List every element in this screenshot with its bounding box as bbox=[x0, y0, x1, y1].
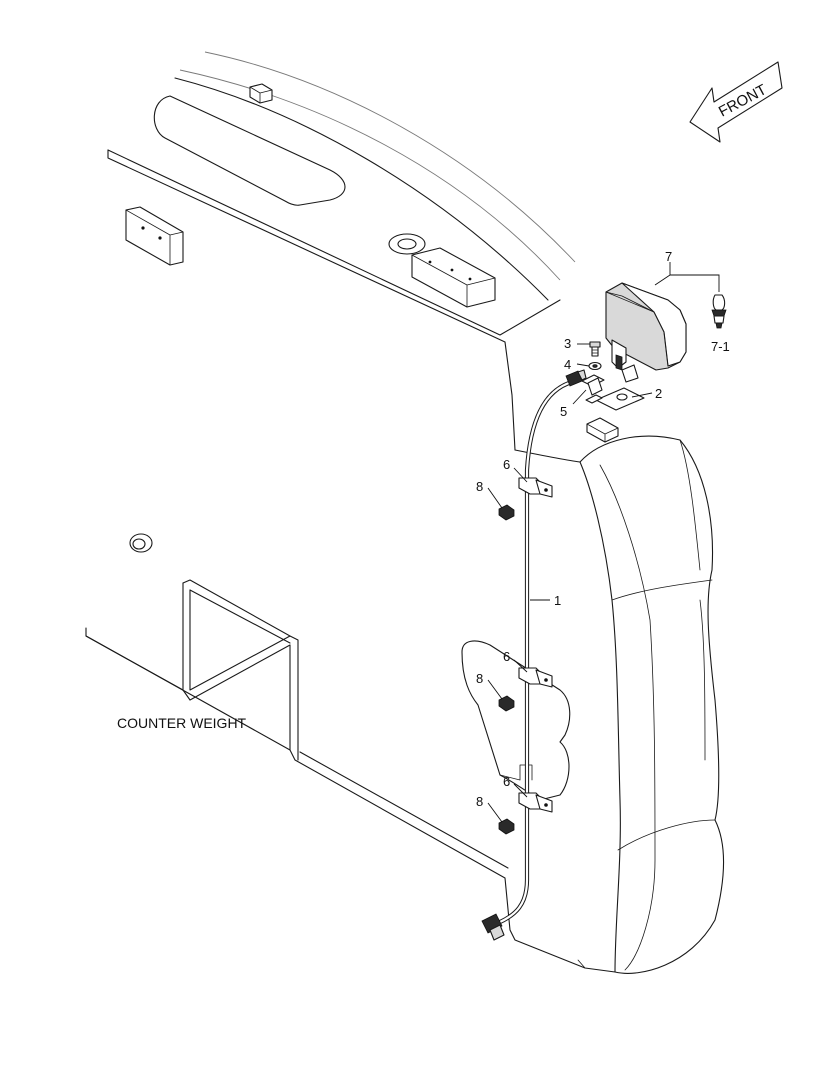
counter-weight-label: COUNTER WEIGHT bbox=[117, 715, 247, 731]
counter-weight-body bbox=[85, 51, 725, 974]
wire-harness bbox=[481, 369, 587, 941]
halogen-bulb bbox=[711, 294, 727, 329]
clip-nut bbox=[581, 374, 605, 396]
callout-3: 3 bbox=[564, 336, 571, 351]
callout-4: 4 bbox=[564, 357, 571, 372]
bolt bbox=[589, 341, 601, 357]
callout-7-1: 7-1 bbox=[711, 339, 730, 354]
callout-2: 2 bbox=[655, 386, 662, 401]
callout-labels: 7 7-1 3 4 5 2 6 8 1 6 8 6 8 COUNTER WEIG… bbox=[117, 249, 730, 809]
callout-5: 5 bbox=[560, 404, 567, 419]
mounting-bracket bbox=[585, 387, 645, 411]
callout-1: 1 bbox=[554, 593, 561, 608]
callout-7: 7 bbox=[665, 249, 672, 264]
callout-6-upper: 6 bbox=[503, 457, 510, 472]
callout-8-lower: 8 bbox=[476, 794, 483, 809]
work-lamp bbox=[605, 282, 687, 383]
callout-8-upper: 8 bbox=[476, 479, 483, 494]
harness-clip-upper bbox=[518, 477, 553, 498]
u-frame-bracket bbox=[85, 579, 299, 761]
clip-bolt-upper bbox=[498, 504, 515, 521]
leader-lines bbox=[487, 262, 720, 823]
callout-6-middle: 6 bbox=[503, 649, 510, 664]
harness-clip-middle bbox=[518, 667, 553, 688]
callout-8-middle: 8 bbox=[476, 671, 483, 686]
harness-clip-lower bbox=[518, 792, 553, 813]
washer bbox=[588, 361, 602, 371]
clip-bolt-lower bbox=[498, 818, 515, 835]
clip-bolt-middle bbox=[498, 695, 515, 712]
callout-6-lower: 6 bbox=[503, 774, 510, 789]
left-lug-block bbox=[125, 206, 184, 266]
round-plug bbox=[129, 533, 153, 553]
lifting-eye-block bbox=[388, 233, 496, 308]
front-direction-arrow: FRONT bbox=[689, 61, 783, 143]
small-tab-block bbox=[249, 83, 273, 104]
